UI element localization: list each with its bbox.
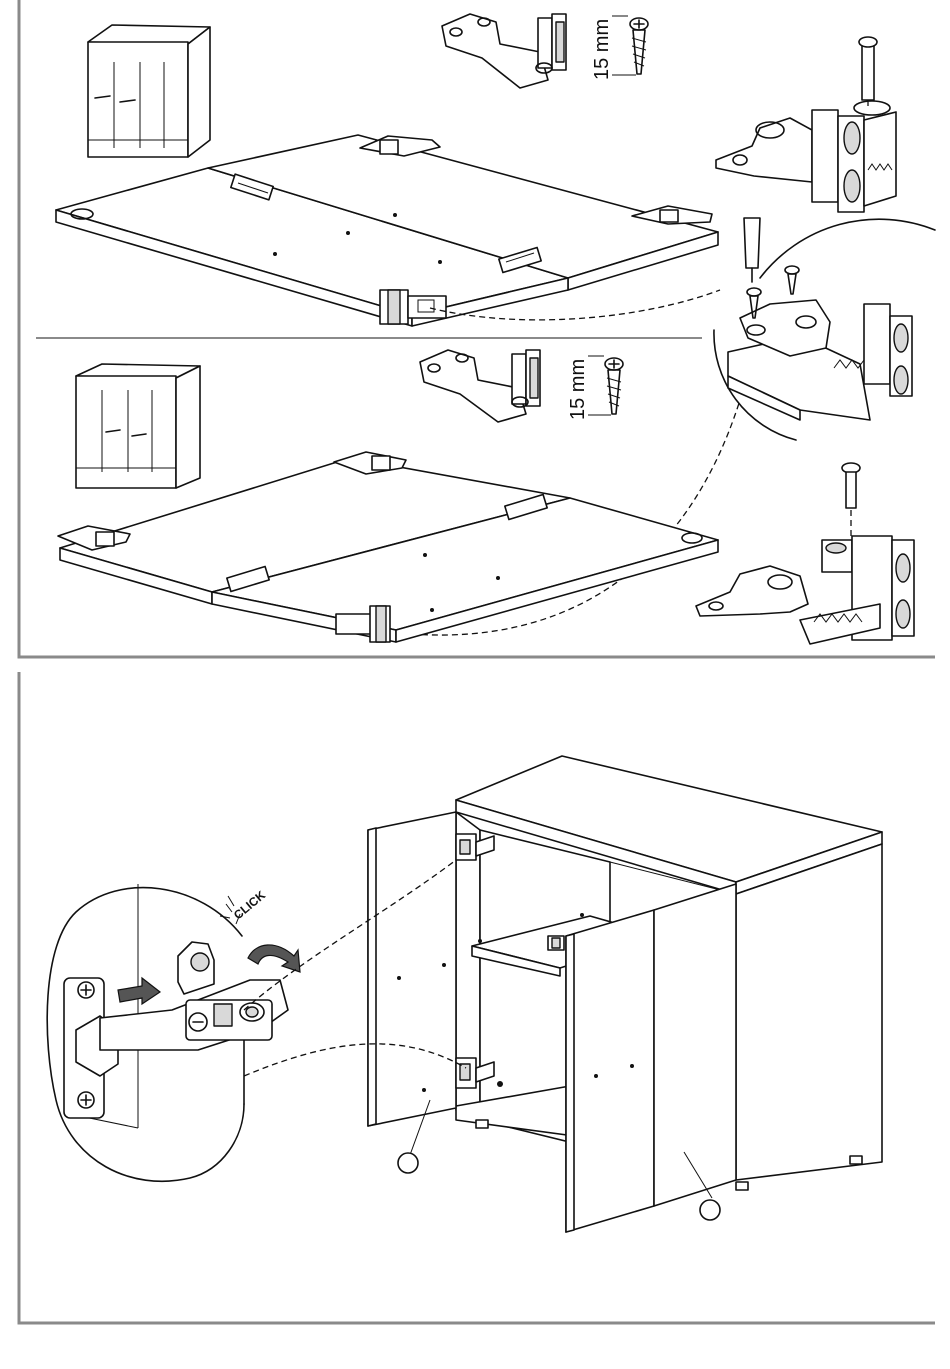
screw-length-label-1: 15 mm <box>591 19 613 80</box>
door-hinge-right <box>548 936 564 950</box>
cabinet-assembled <box>368 756 882 1232</box>
screwdriver-icon <box>744 218 760 282</box>
screw-icon-1 <box>612 16 648 75</box>
cabinet-thumbnail-2 <box>76 364 200 488</box>
hinge-detail-upper <box>716 37 896 212</box>
hinge-detail-lower <box>696 463 914 644</box>
screw-head-icon-2 <box>78 1092 94 1108</box>
curved-arrow-icon <box>248 945 300 972</box>
click-label: CLICK <box>231 888 268 923</box>
callout-circle-right-door <box>700 1200 720 1220</box>
push-arrow-icon <box>118 978 160 1004</box>
callout-circle-left-door <box>398 1153 418 1173</box>
screw-icon-2 <box>588 356 623 415</box>
screw-length-label-2: 15 mm <box>567 359 589 420</box>
hinge-part-1 <box>442 14 566 88</box>
screw-icon-zoom-2 <box>785 266 799 294</box>
cabinet-thumbnail-1 <box>88 25 210 157</box>
hinge-part-2 <box>420 350 540 422</box>
door-panels-step1 <box>56 135 718 326</box>
zoom-bubble-hinge-click <box>47 884 300 1181</box>
screw-head-icon-1 <box>78 982 94 998</box>
